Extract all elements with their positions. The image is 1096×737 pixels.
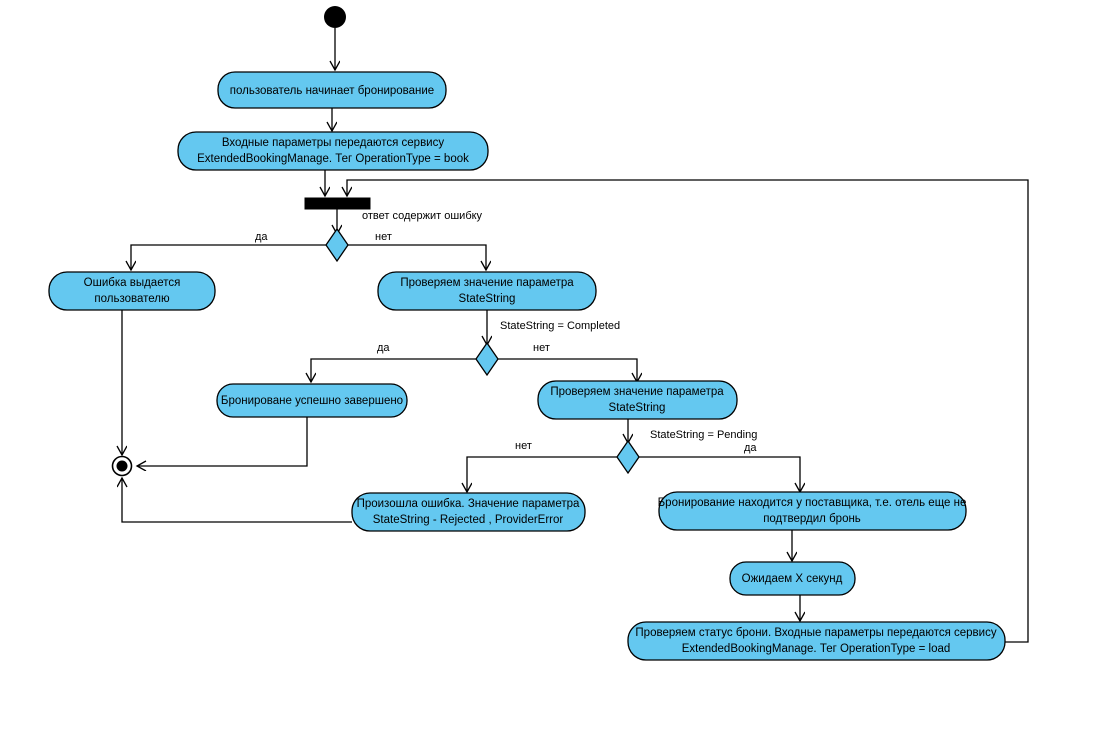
activity-error-occurred-rejected-line1: Произошла ошибка. Значение параметра [357, 498, 580, 510]
activity-check-statestring-2-line2: StateString [609, 402, 666, 414]
activity-check-booking-status-load [627, 621, 1006, 661]
activity-input-params-book-line2: ExtendedBookingManage. Тег OperationType… [197, 153, 469, 165]
activity-input-params-book [177, 131, 489, 171]
flow-a7-to-end [122, 478, 352, 523]
activity-booking-completed-successfully [216, 383, 408, 418]
end-node [116, 460, 128, 472]
decision-response-has-error-no: нет [375, 231, 392, 243]
decision-response-has-error [325, 227, 349, 263]
activity-error-shown-to-user-line2: пользователю [94, 293, 170, 305]
activity-error-occurred-rejected-line2: StateString - Rejected , ProviderError [373, 514, 564, 526]
activity-check-statestring-1-line1: Проверяем значение параметра [400, 277, 574, 289]
activity-booking-at-supplier-line1: Бронирование находится у поставщика, т.е… [658, 497, 967, 509]
activity-check-booking-status-load-line2: ExtendedBookingManage. Тег OperationType… [682, 643, 951, 655]
activity-booking-completed-successfully-label: Бронироване успешно завершено [221, 395, 403, 407]
flow-d2-yes-to-a5 [311, 358, 476, 382]
decision-response-has-error-yes: да [255, 231, 268, 243]
activity-booking-at-supplier [658, 491, 967, 531]
decision-statestring-pending-yes: да [744, 442, 757, 454]
activity-wait-x-seconds-label: Ожидаем X секунд [742, 573, 843, 585]
start-node [324, 6, 346, 28]
activity-error-occurred-rejected [351, 492, 586, 532]
activity-check-booking-status-load-line1: Проверяем статус брони. Входные параметр… [635, 627, 996, 639]
decision-statestring-completed [475, 341, 499, 377]
flow-d2-no-to-a6 [498, 358, 637, 382]
activity-check-statestring-2-line1: Проверяем значение параметра [550, 386, 724, 398]
flow-a5-to-end [137, 417, 308, 466]
decision-statestring-pending-label: StateString = Pending [650, 429, 757, 441]
activity-wait-x-seconds [729, 561, 856, 596]
flow-d3-yes-to-a8 [639, 456, 800, 492]
activity-input-params-book-line1: Входные параметры передаются сервису [222, 137, 444, 149]
decision-statestring-pending-no: нет [515, 440, 532, 452]
flow-d1-no-to-a4 [348, 244, 486, 270]
decision-statestring-completed-no: нет [533, 342, 550, 354]
decision-statestring-completed-yes: да [377, 342, 390, 354]
activity-error-shown-to-user [48, 271, 216, 311]
decision-statestring-completed-label: StateString = Completed [500, 320, 620, 332]
activity-check-statestring-1-line2: StateString [459, 293, 516, 305]
end-node-ring [111, 455, 133, 477]
flow-a10-loopback-to-merge [347, 179, 1029, 643]
merge-bar [304, 197, 371, 210]
activity-check-statestring-2 [537, 380, 738, 420]
flow-d3-no-to-a7 [467, 456, 617, 492]
decision-response-has-error-label: ответ содержит ошибку [362, 210, 483, 222]
activity-booking-at-supplier-line2: подтвердил бронь [763, 513, 861, 525]
decision-statestring-pending [616, 439, 640, 475]
activity-user-starts-booking-label: пользователь начинает бронирование [230, 85, 434, 97]
flow-d1-yes-to-a3 [131, 244, 326, 270]
activity-error-shown-to-user-line1: Ошибка выдается [84, 277, 181, 289]
